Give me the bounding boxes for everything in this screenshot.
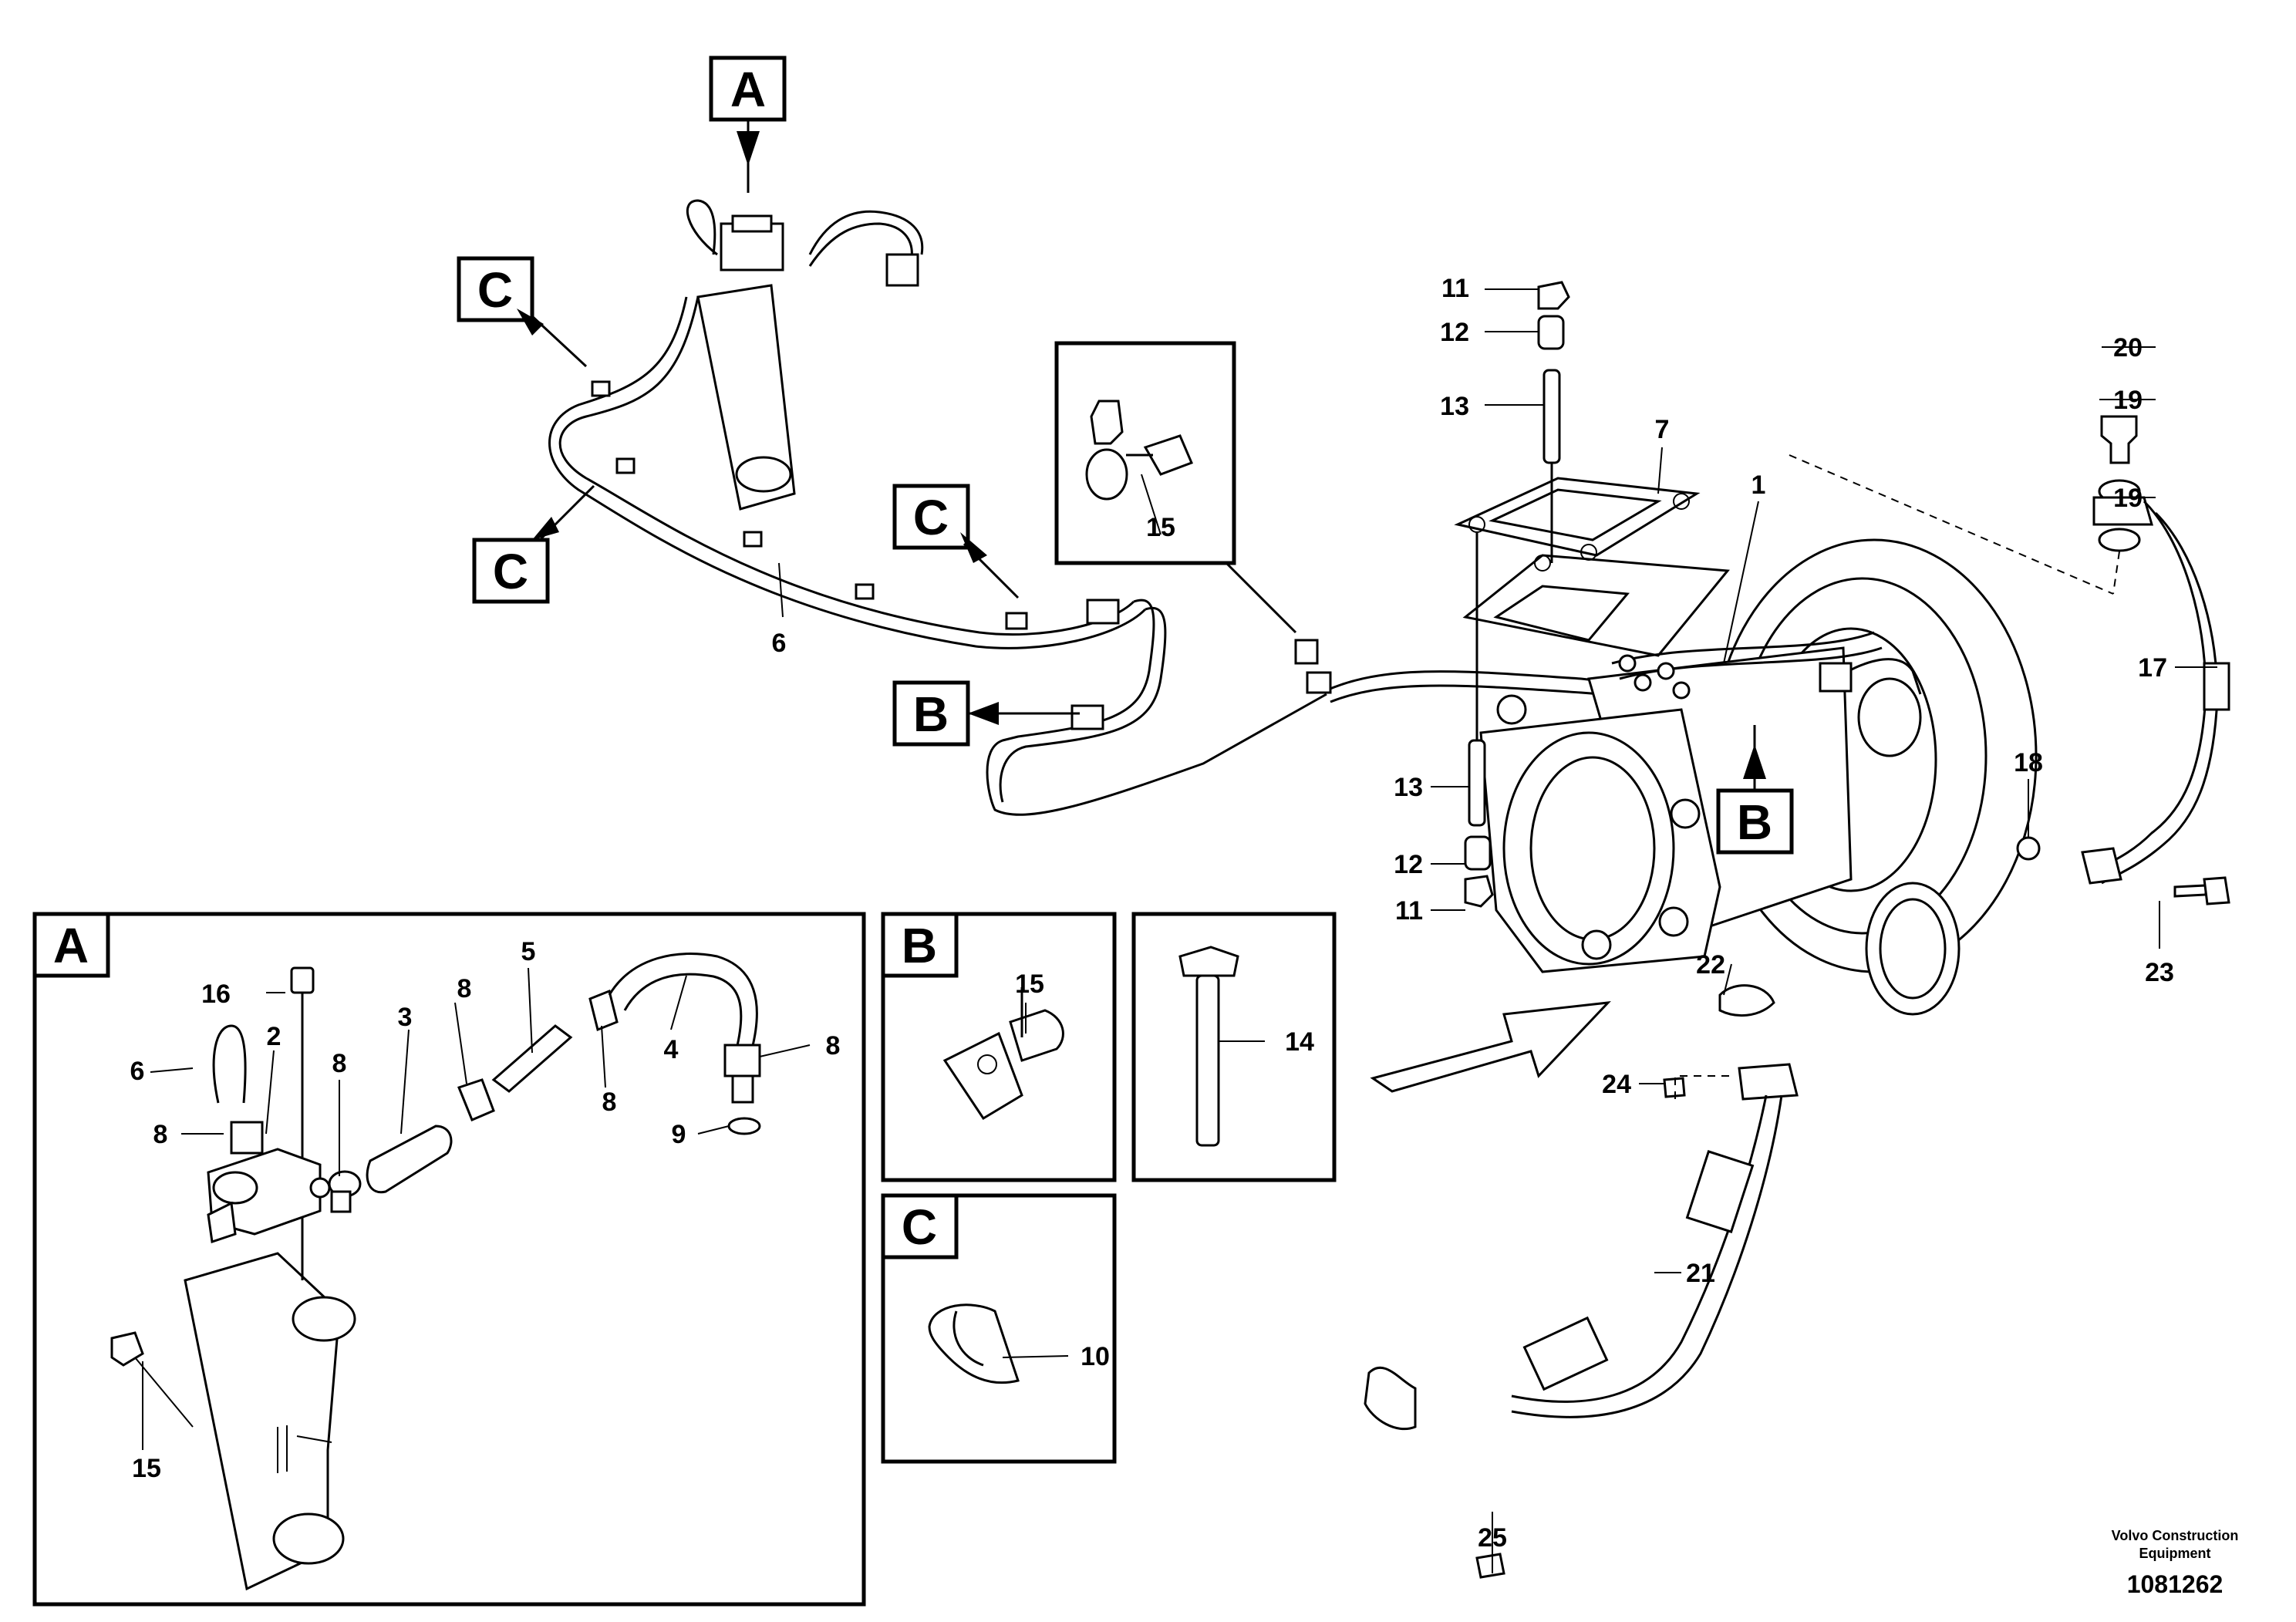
callout-5: 5 [521,937,536,966]
callout-19-b: 19 [2113,484,2143,513]
callout-21: 21 [1686,1259,1715,1288]
callout-16: 16 [201,980,231,1009]
callout-15-inset-a: 15 [132,1454,161,1483]
tag-b-1: B [913,686,949,742]
callout-6-inset: 6 [130,1057,145,1086]
leader-dashed-24 [1674,1075,1735,1099]
callout-10: 10 [1081,1342,1110,1371]
direction-arrow [1370,1001,1611,1093]
oil-return-pipe [1364,984,1799,1579]
callout-25: 25 [1478,1523,1507,1553]
callout-11-top: 11 [1441,274,1469,303]
callout-3: 3 [398,1003,413,1032]
inset-b-tag: B [902,918,937,973]
inset-a [32,912,866,1607]
callout-8-b: 8 [332,1049,347,1078]
arrow-a-icon [737,131,760,166]
inset-c-tag: C [902,1199,937,1255]
tag-a-top: A [730,62,766,117]
leader-dashed-1-17 [1789,454,2114,595]
tag-box-b-1 [892,680,970,747]
brand-line-2: Equipment [2139,1546,2211,1561]
callout-11-bottom: 11 [1395,896,1423,926]
callout-17: 17 [2138,653,2167,683]
callout-18: 18 [2014,748,2043,777]
tag-box-c-1 [457,256,534,322]
callout-15-inset-b: 15 [1015,969,1044,999]
callout-24: 24 [1602,1070,1631,1099]
inset-b [881,912,1117,1182]
leader-dashed-19 [2112,551,2120,595]
tag-b-2: B [1737,794,1772,850]
brand-line-1: Volvo Construction [2112,1528,2239,1543]
detail-box-top [1054,341,1297,634]
callout-22: 22 [1696,950,1725,980]
callout-12-top: 12 [1440,318,1469,347]
leader-lines [134,288,2217,1573]
tag-c-2: C [493,544,528,599]
stud-assembly-bottom [1464,532,1494,908]
tag-c-1: C [477,262,513,318]
tag-c-3: C [913,490,949,545]
callout-12-bottom: 12 [1394,850,1423,879]
callout-4: 4 [664,1035,679,1064]
oil-feed-pipe [2016,415,2230,905]
callout-19-a: 19 [2113,386,2143,415]
callout-23: 23 [2145,958,2174,987]
callout-8-d: 8 [602,1088,617,1117]
callout-8-e: 8 [826,1031,841,1061]
callout-7: 7 [1655,415,1670,444]
inset-c [881,1193,1117,1464]
hose-assembly-top [548,199,1651,816]
tag-box-c-3 [892,484,970,550]
document-number: 1081262 [2127,1570,2224,1598]
callout-14: 14 [1285,1027,1314,1057]
callout-9: 9 [672,1120,686,1149]
callout-20: 20 [2113,333,2143,363]
callout-6: 6 [772,629,787,658]
callout-15-detail: 15 [1146,513,1175,542]
callout-2: 2 [267,1022,282,1051]
gasket-7 [1454,477,1701,572]
callout-1: 1 [1752,470,1766,500]
callout-13-top: 13 [1440,392,1469,421]
stud-assembly-top [1537,281,1570,563]
tag-box-a-top [709,56,787,122]
tag-box-c-2 [472,538,550,604]
inset-bolt-14 [1131,912,1337,1182]
callout-8-a: 8 [153,1120,168,1149]
inset-a-tag: A [53,918,89,973]
callout-13-bottom: 13 [1394,773,1423,802]
callout-8-c: 8 [457,974,472,1003]
